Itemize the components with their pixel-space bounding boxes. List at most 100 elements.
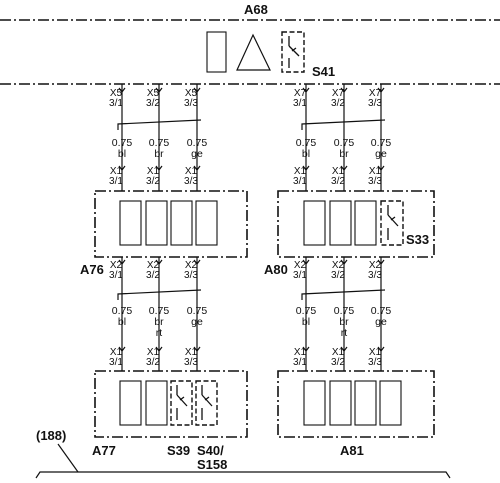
- conn-x1-a80-name-1: X1: [294, 166, 307, 177]
- a77-slot-2: [145, 380, 168, 426]
- a76-slot-1: [119, 200, 142, 246]
- wire-upper-right-gauge-3: 0.75: [371, 137, 392, 149]
- conn-x2-a76-pin-2: 3/2: [146, 270, 160, 281]
- conn-x1-a77-pin-2: 3/2: [146, 357, 160, 368]
- conn-x1-a76-name-3: X1: [185, 166, 198, 177]
- wire-upper-left-color-1: bl: [118, 148, 126, 160]
- wire-lower-left-gauge-1: 0.75: [112, 305, 133, 317]
- wire-lower-left-color-3: ge: [191, 316, 203, 328]
- conn-x1-a76-name-1: X1: [110, 166, 123, 177]
- wire-lower-right-gauge-2: 0.75: [334, 305, 355, 317]
- conn-x1-a76-pin-3: 3/3: [184, 176, 198, 187]
- conn-x1-a77-mark-2: [155, 346, 163, 352]
- conn-x2-a80-mark-3: [377, 259, 385, 265]
- conn-x1-a76-pin-2: 3/2: [146, 176, 160, 187]
- conn-x1-a77-pin-3: 3/3: [184, 357, 198, 368]
- a76-slot-2: [145, 200, 168, 246]
- conn-x1-a80-mark-2: [340, 165, 348, 171]
- wire-upper-right-color-3: ge: [375, 148, 387, 160]
- wire-upper-left-color-3: ge: [191, 148, 203, 160]
- module-label-a68: A68: [244, 2, 268, 17]
- conn-x1-a81-pin-2: 3/2: [331, 357, 345, 368]
- a80-slot-1: [303, 200, 326, 246]
- conn-x1-a76-pin-1: 3/1: [109, 176, 123, 187]
- conn-x2-a80-name-2: X2: [332, 260, 345, 271]
- wire-upper-left-gauge-2: 0.75: [149, 137, 170, 149]
- conn-x5-name-2: X5: [147, 88, 160, 99]
- bottom-bracket: [35, 471, 451, 479]
- conn-x7-mark-3: [377, 87, 385, 93]
- conn-x2-a80-mark-1: [302, 259, 310, 265]
- module-box-a77: [94, 370, 248, 438]
- wire-upper-right-gauge-1: 0.75: [296, 137, 317, 149]
- conn-x2-a76-mark-2: [155, 259, 163, 265]
- module-label-a81: A81: [340, 443, 364, 458]
- conn-x1-a81-mark-3: [377, 346, 385, 352]
- wire-upper-left-color-2: br: [154, 148, 164, 160]
- lower-right-shield: [301, 289, 386, 300]
- conn-x7-mark-1: [302, 87, 310, 93]
- conn-x2-a76-name-1: X2: [110, 260, 123, 271]
- conn-x2-a80-pin-3: 3/3: [368, 270, 382, 281]
- a77-slot-1: [119, 380, 142, 426]
- wire-lower-left-gauge-2: 0.75: [149, 305, 170, 317]
- module-label-a77: A77: [92, 443, 116, 458]
- conn-x5-pin-2: 3/2: [146, 98, 160, 109]
- conn-x7-pin-3: 3/3: [368, 98, 382, 109]
- switch-label-s41: S41: [312, 64, 335, 79]
- a68-component-block: [206, 31, 227, 73]
- conn-x5-pin-3: 3/3: [184, 98, 198, 109]
- wire-lower-right-color2-2: rt: [341, 327, 347, 339]
- lower-left-shield: [117, 289, 202, 300]
- reference-leader: [57, 443, 79, 473]
- conn-x5-name-3: X5: [185, 88, 198, 99]
- conn-x1-a77-mark-1: [118, 346, 126, 352]
- conn-x1-a77-mark-3: [193, 346, 201, 352]
- wire-upper-right-gauge-2: 0.75: [334, 137, 355, 149]
- a76-slot-3: [170, 200, 193, 246]
- conn-x2-a80-pin-1: 3/1: [293, 270, 307, 281]
- wire-lower-right-color-3: ge: [375, 316, 387, 328]
- conn-x1-a77-name-1: X1: [110, 347, 123, 358]
- wire-lower-right-color-1: bl: [302, 316, 310, 328]
- conn-x1-a80-mark-3: [377, 165, 385, 171]
- conn-x1-a76-mark-3: [193, 165, 201, 171]
- module-box-a81: [277, 370, 435, 438]
- conn-x5-mark-2: [155, 87, 163, 93]
- conn-x5-pin-1: 3/1: [109, 98, 123, 109]
- conn-x1-a81-mark-2: [340, 346, 348, 352]
- warning-triangle-icon: [236, 33, 271, 71]
- module-box-a80: [277, 190, 435, 258]
- conn-x1-a81-name-3: X1: [369, 347, 382, 358]
- conn-x1-a80-pin-1: 3/1: [293, 176, 307, 187]
- conn-x2-a80-name-3: X2: [369, 260, 382, 271]
- a80-slot-3: [354, 200, 377, 246]
- conn-x2-a76-pin-3: 3/3: [184, 270, 198, 281]
- conn-x1-a80-pin-2: 3/2: [331, 176, 345, 187]
- switch-s33: [380, 200, 404, 246]
- conn-x2-a80-pin-2: 3/2: [331, 270, 345, 281]
- wire-lower-left-color2-2: rt: [156, 327, 162, 339]
- module-box-a76: [94, 190, 248, 258]
- upper-right-shield: [301, 119, 386, 130]
- conn-x2-a76-pin-1: 3/1: [109, 270, 123, 281]
- conn-x7-name-2: X7: [332, 88, 345, 99]
- wire-lower-right-gauge-3: 0.75: [371, 305, 392, 317]
- a81-slot-4: [379, 380, 402, 426]
- conn-x5-mark-3: [193, 87, 201, 93]
- switch-label-s158: S158: [197, 457, 227, 472]
- conn-x1-a80-pin-3: 3/3: [368, 176, 382, 187]
- wire-lower-left-color-2: br: [154, 316, 164, 328]
- module-label-a80: A80: [264, 262, 288, 277]
- conn-x1-a77-pin-1: 3/1: [109, 357, 123, 368]
- wire-upper-right-color-2: br: [339, 148, 349, 160]
- a80-slot-2: [329, 200, 352, 246]
- wire-lower-left-color-1: bl: [118, 316, 126, 328]
- wire-upper-left-gauge-3: 0.75: [187, 137, 208, 149]
- conn-x7-pin-2: 3/2: [331, 98, 345, 109]
- conn-x1-a77-name-2: X1: [147, 347, 160, 358]
- wire-lower-right-color-2: br: [339, 316, 349, 328]
- conn-x1-a76-mark-2: [155, 165, 163, 171]
- reference-label: (188): [36, 428, 66, 443]
